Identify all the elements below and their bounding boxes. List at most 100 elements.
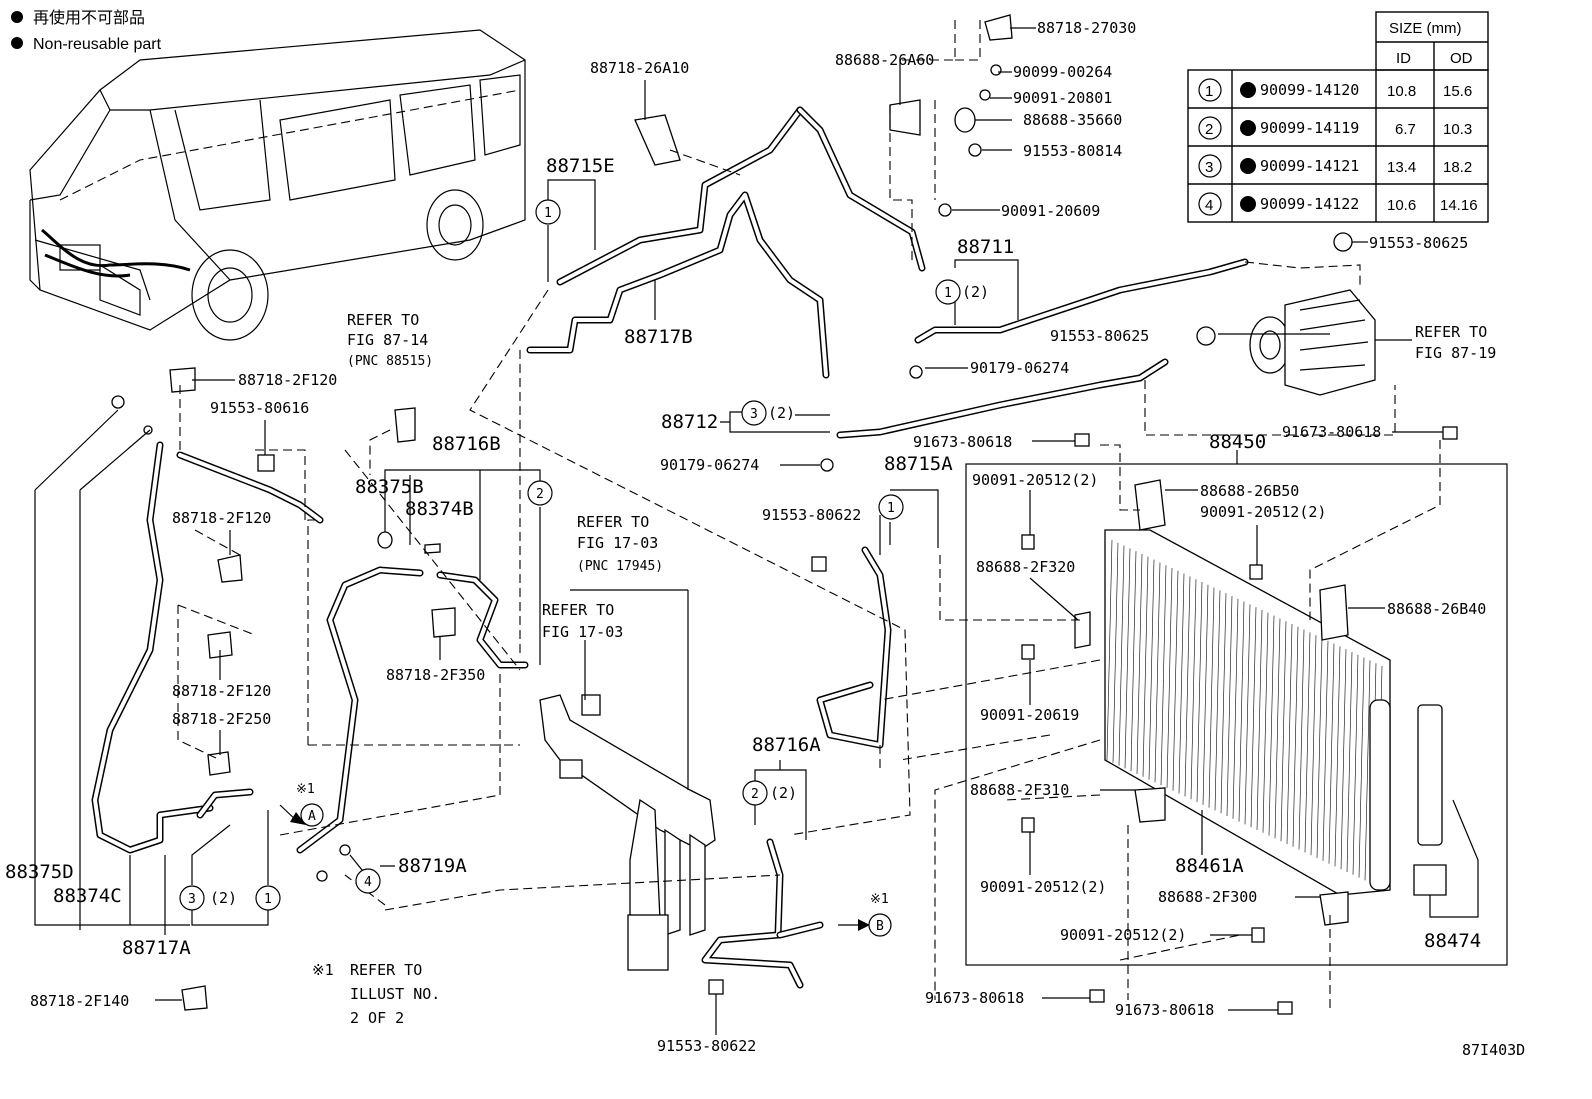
label-90099-00264: 90099-00264 (1013, 63, 1112, 81)
bolt-91673-80618-b (1442, 426, 1458, 440)
nut-91553-80625-b (1196, 326, 1216, 346)
svg-text:2 OF 2: 2 OF 2 (350, 1009, 404, 1027)
pressure-sensor (394, 407, 416, 443)
svg-text:2: 2 (751, 787, 759, 802)
svg-text:FIG 17-03: FIG 17-03 (577, 534, 658, 552)
small-parts (111, 14, 1458, 1015)
label-90091-20512-c: 90091-20512(2) (980, 878, 1106, 896)
clamp-88718-2F120 (169, 367, 196, 393)
condenser-fin (1196, 581, 1203, 803)
svg-text:14.16: 14.16 (1440, 197, 1478, 214)
svg-text:FIG 17-03: FIG 17-03 (542, 623, 623, 641)
bracket-88688-2F300 (1319, 891, 1349, 926)
svg-text:2: 2 (536, 487, 544, 502)
label-88711: 88711 (957, 236, 1014, 258)
svg-text:1: 1 (1205, 83, 1213, 100)
condenser-fin (1112, 542, 1119, 763)
oring-markers: 1 1 (2) 3 (2) 1 2 2 (2) 4 3 (2) 1 A ※1 B… (179, 199, 989, 937)
svg-text:3: 3 (750, 407, 758, 422)
bolt-91673-80618-d (1277, 1001, 1293, 1015)
label-88718-2F350: 88718-2F350 (386, 666, 485, 684)
svg-text:10.3: 10.3 (1443, 121, 1472, 138)
non-reusable-dot-icon (11, 37, 23, 49)
condenser-fin (1292, 626, 1299, 847)
label-90091-20512-a: 90091-20512(2) (972, 471, 1098, 489)
label-88718-27030: 88718-27030 (1037, 19, 1136, 37)
condenser-fin (1268, 615, 1275, 836)
svg-text:1: 1 (887, 501, 895, 516)
pipe-upper (796, 106, 926, 272)
bolt-90091-20609 (938, 203, 952, 217)
condenser-fin (1226, 595, 1233, 817)
legend-jp: 再使用不可部品 (33, 9, 145, 27)
label-88688-2F320: 88688-2F320 (976, 558, 1075, 576)
condenser-fin (1124, 548, 1131, 769)
compressor (1244, 261, 1376, 396)
bolt-91553-80814 (968, 143, 982, 157)
clamp-88718-2F120-c (207, 631, 233, 659)
condenser-fin (1220, 593, 1227, 814)
bracket-88688-26B40 (1319, 584, 1349, 641)
label-88688-2F310: 88688-2F310 (970, 781, 1069, 799)
label-88688-26A60: 88688-26A60 (835, 51, 934, 69)
bracket-assembly (539, 694, 716, 971)
condenser-fin (1154, 562, 1161, 783)
label-90091-20609: 90091-20609 (1001, 202, 1100, 220)
label-90179-06274-b: 90179-06274 (660, 456, 759, 474)
svg-text:※1: ※1 (296, 782, 315, 797)
svg-text:2: 2 (1205, 121, 1213, 138)
condenser-fin (1256, 609, 1263, 831)
condenser-fin (1328, 643, 1335, 864)
label-88688-26B50: 88688-26B50 (1200, 482, 1299, 500)
size-table: SIZE (mm) ID OD 1 90099-14120 10.8 15.6 … (1187, 11, 1489, 223)
condenser-fin (1148, 559, 1155, 780)
svg-text:※1: ※1 (870, 892, 889, 907)
svg-text:4: 4 (1205, 197, 1213, 214)
clamp-88718-2F250 (207, 751, 231, 776)
clamp-88718-2F140 (181, 985, 208, 1011)
condenser-fin (1106, 539, 1113, 761)
label-88718-2F120-b: 88718-2F120 (172, 509, 271, 527)
svg-text:(PNC 17945): (PNC 17945) (577, 559, 663, 574)
label-88375D: 88375D (5, 861, 74, 883)
svg-text:18.2: 18.2 (1443, 159, 1472, 176)
label-88719A: 88719A (398, 855, 467, 877)
receiver-tank (1417, 704, 1443, 846)
label-88474: 88474 (1424, 930, 1481, 952)
condenser-fin (1250, 607, 1257, 828)
svg-text:(2): (2) (962, 283, 989, 301)
svg-text:※1: ※1 (312, 961, 334, 979)
size-table-row: 2 90099-14119 6.7 10.3 (1198, 116, 1472, 140)
size-table-row: 4 90099-14122 10.6 14.16 (1198, 192, 1478, 216)
label-88461A: 88461A (1175, 855, 1244, 877)
label-88718-2F120: 88718-2F120 (238, 371, 337, 389)
svg-text:13.4: 13.4 (1387, 159, 1416, 176)
condenser-fin (1304, 632, 1311, 853)
non-reusable-dot-icon (1240, 158, 1256, 174)
svg-text:FIG 87-14: FIG 87-14 (347, 331, 428, 349)
condenser-fin (1184, 576, 1191, 797)
label-88715E: 88715E (546, 155, 615, 177)
label-88374C: 88374C (53, 885, 122, 907)
svg-text:6.7: 6.7 (1395, 121, 1416, 138)
bolt-91553-80622 (811, 556, 827, 572)
condenser-fin (1160, 565, 1167, 786)
condenser-fin (1364, 660, 1371, 881)
nut-90179-06274 (909, 365, 923, 379)
label-90091-20512-d: 90091-20512(2) (1060, 926, 1186, 944)
pipes (91, 106, 1249, 989)
label-90091-20801: 90091-20801 (1013, 89, 1112, 107)
bracket-88688-2F310 (1134, 787, 1166, 823)
condenser-fin (1334, 646, 1341, 867)
condenser-fin (1322, 640, 1329, 861)
svg-text:(2): (2) (210, 889, 237, 907)
condenser-fin (1190, 579, 1197, 800)
label-88718-2F120-c: 88718-2F120 (172, 682, 271, 700)
condenser-fin (1286, 623, 1293, 845)
size-table-col-id: ID (1396, 50, 1411, 67)
condenser-fin (1238, 601, 1245, 822)
pipe-88717B (526, 191, 830, 379)
svg-text:ILLUST NO.: ILLUST NO. (350, 985, 440, 1003)
svg-text:10.8: 10.8 (1387, 83, 1416, 100)
pipe-88715A (816, 546, 892, 749)
